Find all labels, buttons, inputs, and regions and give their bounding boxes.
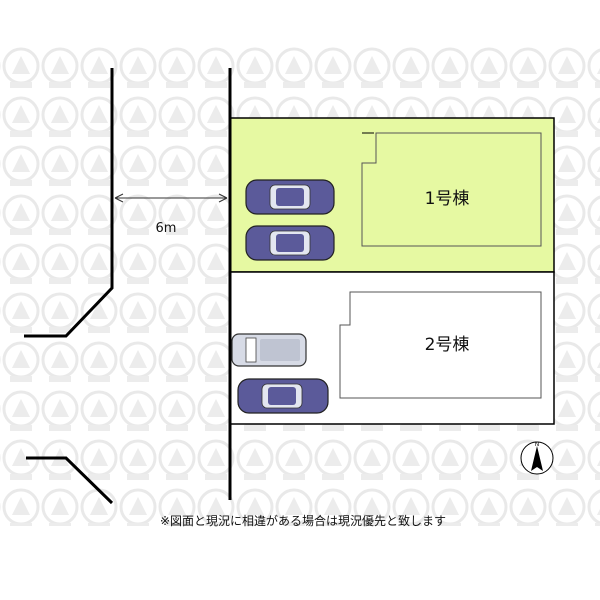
north-label: N [535,441,540,448]
car-3 [231,333,307,367]
building-1-label: 1号棟 [425,189,470,209]
dimension-arrow-right [218,193,228,203]
north-arrow-icon: N [520,441,554,475]
disclaimer-text: ※図面と現況に相違がある場合は現況優先と致します [160,513,446,528]
car-1 [245,179,335,215]
car-2 [245,225,335,261]
building-2-outline [339,291,542,399]
road-line-left-lower [26,456,114,505]
road-line-left-upper [24,68,114,338]
building-1-outline [361,132,542,247]
dimension-arrow-left [114,193,124,203]
road-width-label: 6m [156,221,177,236]
building-2-label: 2号棟 [425,335,470,355]
car-4 [237,378,329,414]
